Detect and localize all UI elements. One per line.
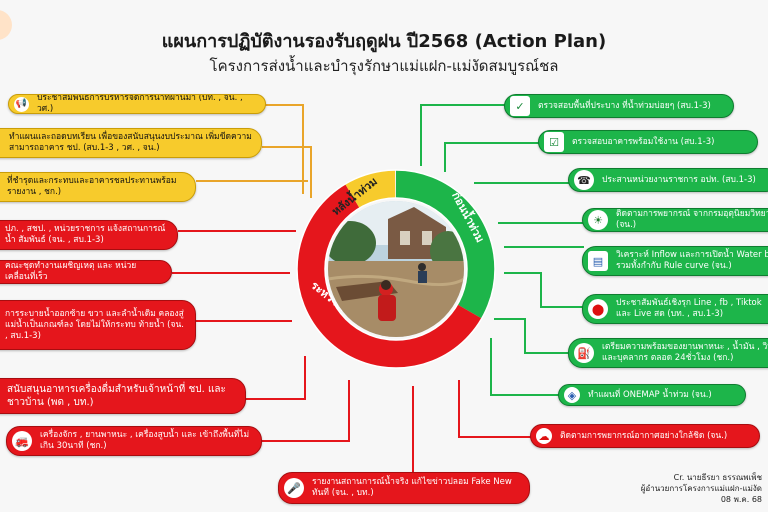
before-item-2-label: ตรวจสอบอาคารพร้อมใช้งาน (สบ.1-3)	[572, 136, 715, 147]
during-item-2: คณะชุดทำงานเผชิญเหตุ และ หน่วยเคลื่อนที่…	[0, 260, 172, 284]
connector-line	[264, 104, 304, 106]
phone-icon: ☎	[574, 170, 594, 190]
during-item-2-label: คณะชุดทำงานเผชิญเหตุ และ หน่วยเคลื่อนที่…	[5, 261, 137, 282]
before-item-5: ▤ วิเคราะห์ Inflow และการเปิดน้ำ Water b…	[582, 246, 768, 276]
during-item-5: 🚒 เครื่องจักร , ยานพาหนะ , เครื่องสูบน้ำ…	[6, 426, 262, 456]
connector-line	[302, 104, 304, 194]
connector-line	[246, 398, 306, 400]
after-item-2-label: ทำแผนและถอดบทเรียน เพื่อของสนับสนุนงบประ…	[9, 132, 252, 153]
during-item-3-label: การระบายน้ำออกซ้าย ขวา และลำน้ำเดิม คลอง…	[5, 308, 184, 341]
connector-line	[490, 338, 492, 396]
connector-line	[172, 272, 290, 274]
credit-line-2: ผู้อำนวยการโครงการแม่แฝก-แม่งัด	[640, 484, 762, 493]
map-icon: ◈	[564, 387, 580, 403]
phase-ring: หลังน้ำท่วม ก่อนน้ำท่วม ระหว่างน้ำท่วม	[296, 169, 496, 369]
connector-line	[304, 356, 306, 400]
connector-line	[458, 436, 532, 438]
during-item-6-label: รายงานสถานการณ์น้ำจริง แก้ไขข่าวปลอม Fak…	[312, 477, 512, 498]
connector-line	[262, 146, 312, 148]
connector-line	[474, 182, 570, 184]
credit-line-3: 08 พ.ค. 68	[720, 495, 762, 504]
weather-icon: ☀	[588, 210, 608, 230]
before-item-1-label: ตรวจสอบพื้นที่ประบาง ที่น้ำท่วมบ่อยๆ (สบ…	[538, 100, 711, 111]
connector-line	[178, 230, 296, 232]
before-item-5-label: วิเคราะห์ Inflow และการเปิดน้ำ Water b ร…	[616, 250, 768, 271]
truck-icon: 🚒	[12, 431, 32, 451]
connector-line	[310, 146, 312, 198]
connector-line	[420, 104, 506, 106]
before-item-8-label: ทำแผนที่ ONEMAP น้ำท่วม (จน.)	[588, 389, 712, 400]
before-item-1: ✓ ตรวจสอบพื้นที่ประบาง ที่น้ำท่วมบ่อยๆ (…	[504, 94, 734, 118]
checklist-icon: ✓	[510, 96, 530, 116]
social-icon: ⬤	[588, 299, 608, 319]
during-item-7: ☁ ติดตามการพยากรณ์อากาศอย่างใกล้ชิด (จน.…	[530, 424, 760, 448]
connector-line	[412, 386, 414, 478]
during-item-4-label: สนับสนุนอาหารเครื่องดื่มสำหรับเจ้าหน้าที…	[7, 384, 226, 408]
before-item-4-label: ติดตามการพยากรณ์ จากกรมอุตุนิยมวิทยา (จน…	[616, 209, 768, 230]
connector-line	[196, 320, 292, 322]
page-subtitle: โครงการส่งน้ำและบำรุงรักษาแม่แฝก-แม่งัดส…	[209, 57, 559, 75]
before-item-6: ⬤ ประชาสัมพันธ์เชิงรุก Line , fb , Tikto…	[582, 294, 768, 324]
before-item-7: ⛽ เตรียมความพร้อมของยานพาหนะ , น้ำมัน , …	[568, 338, 768, 368]
chart-icon: ▤	[588, 251, 608, 271]
checklist-icon: ☑	[544, 132, 564, 152]
connector-line	[444, 142, 446, 172]
during-item-3: การระบายน้ำออกซ้าย ขวา และลำน้ำเดิม คลอง…	[0, 300, 196, 350]
connector-line	[490, 394, 560, 396]
during-item-7-label: ติดตามการพยากรณ์อากาศอย่างใกล้ชิด (จน.)	[560, 430, 728, 441]
before-item-8: ◈ ทำแผนที่ ONEMAP น้ำท่วม (จน.)	[558, 384, 746, 406]
before-item-3-label: ประสานหน่วยงานราชการ อปท. (สบ.1-3)	[602, 174, 756, 185]
flood-photo	[328, 201, 464, 337]
after-item-2: ทำแผนและถอดบทเรียน เพื่อของสนับสนุนงบประ…	[0, 128, 262, 158]
connector-line	[262, 440, 350, 442]
connector-line	[458, 380, 460, 438]
fuel-icon: ⛽	[574, 343, 594, 363]
during-item-1-label: ปภ. , สชป. , หน่วยราชการ แจ้งสถานการณ์น้…	[5, 224, 166, 245]
after-item-3-label: ที่ชำรุดและกระทบและอาคารชลประทานพร้อมราย…	[7, 176, 177, 197]
connector-line	[504, 246, 584, 248]
before-item-2: ☑ ตรวจสอบอาคารพร้อมใช้งาน (สบ.1-3)	[538, 130, 758, 154]
credit-line-1: Cr. นายธีรยา ธรรณพเพ็ช	[673, 473, 762, 482]
before-item-3: ☎ ประสานหน่วยงานราชการ อปท. (สบ.1-3)	[568, 168, 768, 192]
connector-line	[540, 272, 542, 308]
connector-line	[498, 222, 584, 224]
connector-line	[444, 142, 540, 144]
connector-line	[540, 306, 584, 308]
credit-block: Cr. นายธีรยา ธรรณพเพ็ช ผู้อำนวยการโครงกา…	[612, 472, 762, 505]
connector-line	[524, 318, 526, 352]
mic-icon: 🎤	[284, 478, 304, 498]
after-item-1-label: ประชาสัมพันธ์การบริหารจัดการน้ำที่ผ่านมา…	[37, 94, 243, 114]
before-item-6-label: ประชาสัมพันธ์เชิงรุก Line , fb , Tiktok …	[616, 298, 762, 319]
before-item-4: ☀ ติดตามการพยากรณ์ จากกรมอุตุนิยมวิทยา (…	[582, 208, 768, 232]
during-item-4: สนับสนุนอาหารเครื่องดื่มสำหรับเจ้าหน้าที…	[0, 378, 246, 414]
during-item-5-label: เครื่องจักร , ยานพาหนะ , เครื่องสูบน้ำ แ…	[40, 430, 250, 451]
cloud-icon: ☁	[536, 428, 552, 444]
after-item-1: 📢 ประชาสัมพันธ์การบริหารจัดการน้ำที่ผ่าน…	[8, 94, 266, 114]
connector-line	[196, 180, 308, 182]
connector-line	[494, 318, 526, 320]
megaphone-icon: 📢	[14, 96, 29, 112]
connector-line	[504, 272, 542, 274]
before-item-7-label: เตรียมความพร้อมของยานพาหนะ , น้ำมัน , วิ…	[602, 342, 768, 363]
connector-line	[348, 380, 350, 442]
corner-decoration	[0, 10, 12, 40]
after-item-3: ที่ชำรุดและกระทบและอาคารชลประทานพร้อมราย…	[0, 172, 196, 202]
page-title: แผนการปฏิบัติงานรองรับฤดูฝน ปี2568 (Acti…	[161, 31, 607, 52]
connector-line	[420, 104, 422, 166]
during-item-6: 🎤 รายงานสถานการณ์น้ำจริง แก้ไขข่าวปลอม F…	[278, 472, 530, 504]
connector-line	[524, 352, 570, 354]
during-item-1: ปภ. , สชป. , หน่วยราชการ แจ้งสถานการณ์น้…	[0, 220, 178, 250]
